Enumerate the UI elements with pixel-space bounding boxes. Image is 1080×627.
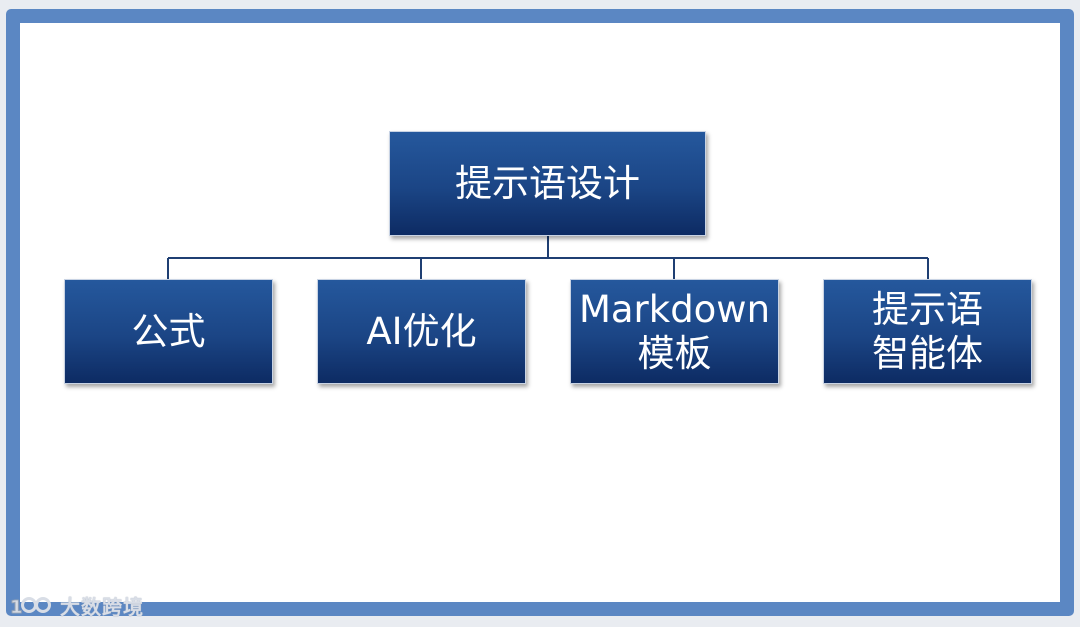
root-node: 提示语设计 bbox=[389, 131, 706, 236]
child-node-prompt-agent: 提示语 智能体 bbox=[823, 279, 1032, 384]
child-node-formula: 公式 bbox=[64, 279, 273, 384]
watermark: 1 大数跨境 bbox=[10, 592, 144, 619]
logo-icon: 1 bbox=[10, 597, 51, 617]
child-node-ai-optimization: AI优化 bbox=[317, 279, 526, 384]
svg-text:1: 1 bbox=[10, 597, 24, 617]
watermark-text: 大数跨境 bbox=[60, 594, 144, 619]
child-node-markdown-template: Markdown 模板 bbox=[570, 279, 779, 384]
